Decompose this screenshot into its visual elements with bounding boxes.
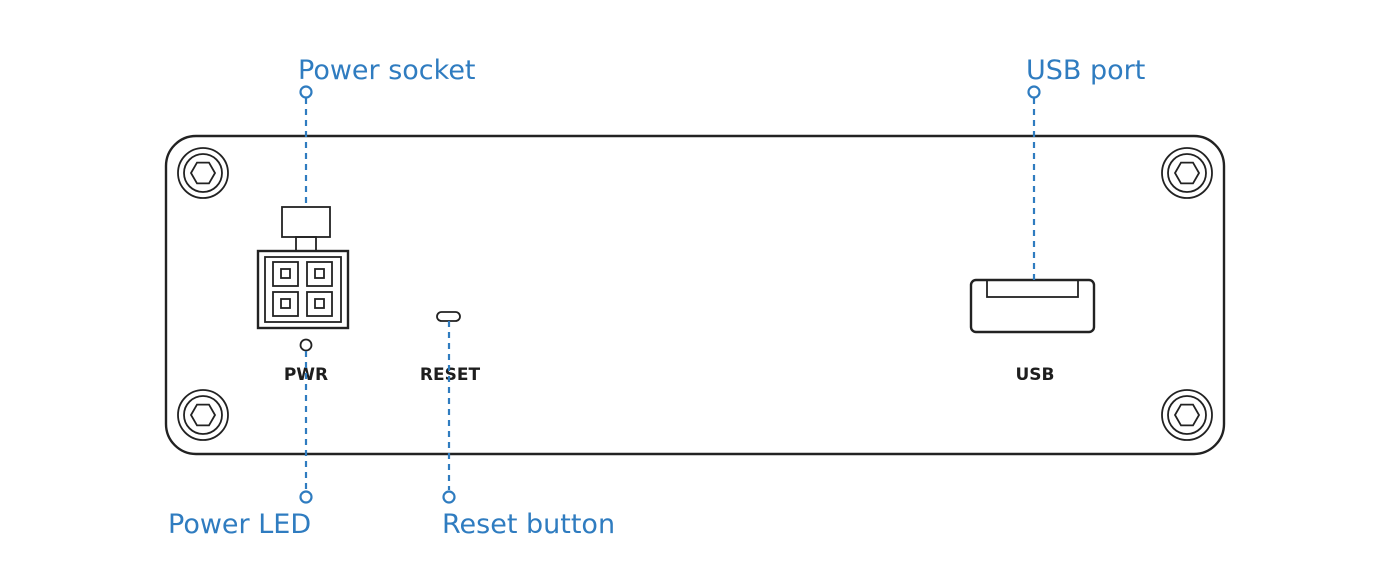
screw-bottom-left — [177, 389, 229, 441]
power-led-leader-dot — [299, 490, 313, 504]
usb-port-connector — [969, 278, 1096, 334]
screw-top-right — [1161, 147, 1213, 199]
usb-port-leader-dot — [1027, 85, 1041, 99]
screw-bottom-right — [1161, 389, 1213, 441]
usb-port-callout: USB port — [1026, 55, 1145, 86]
power-led — [299, 338, 313, 352]
usb-label: USB — [1015, 365, 1054, 385]
reset-label: RESET — [420, 365, 481, 385]
power-socket-connector — [256, 206, 350, 330]
power-led-callout: Power LED — [168, 509, 311, 540]
reset-button-callout: Reset button — [442, 509, 615, 540]
reset-button-leader-dot — [442, 490, 456, 504]
power-socket-leader-dot — [299, 85, 313, 99]
power-socket-callout: Power socket — [298, 55, 476, 86]
device-panel — [164, 134, 1226, 456]
screw-top-left — [177, 147, 229, 199]
reset-button-hole — [436, 311, 461, 322]
